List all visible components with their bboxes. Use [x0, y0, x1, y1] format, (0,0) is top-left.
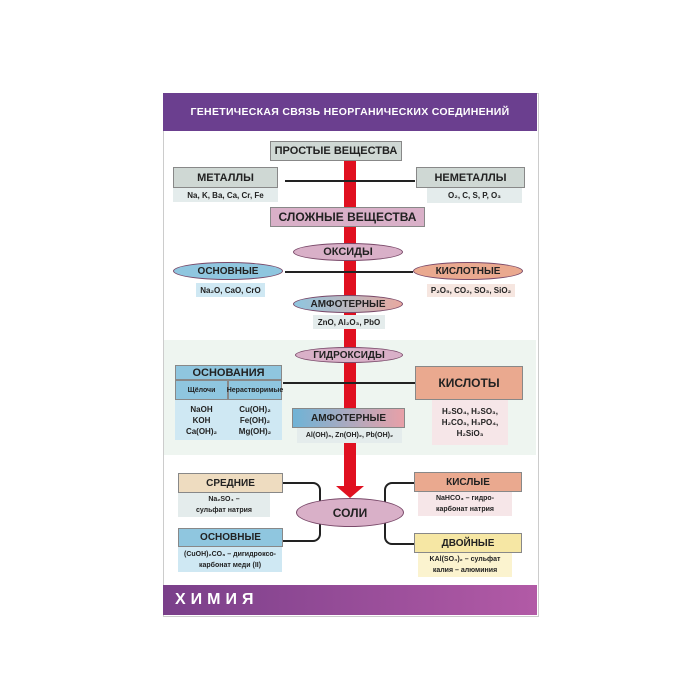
- acidic-oxides-examples: P₂O₅, CO₂, SO₃, SiO₂: [427, 284, 515, 297]
- nonmetals: НЕМЕТАЛЛЫ: [416, 167, 525, 188]
- metals: МЕТАЛЛЫ: [173, 167, 278, 188]
- footer-banner: ХИМИЯ: [163, 585, 537, 615]
- basic-oxides-examples: Na₂O, CaO, CrO: [196, 283, 265, 297]
- amphoteric-hydroxides: АМФОТЕРНЫЕ: [292, 408, 405, 428]
- insoluble-header: Нерастворимые: [227, 380, 283, 400]
- alkali-examples: NaOH KOH Ca(OH)₂: [175, 400, 228, 440]
- main-arrow-head: [336, 486, 364, 498]
- acids-examples: H₂SO₄, H₂SO₃, H₂CO₃, H₃PO₄, H₂SiO₃: [432, 400, 508, 445]
- salts: СОЛИ: [296, 498, 404, 527]
- double-salts-example: KAl(SO₄)₂ – сульфат калия – алюминия: [418, 553, 512, 577]
- alkali-header: Щёлочи: [175, 380, 228, 400]
- basic-oxides: ОСНОВНЫЕ: [173, 262, 283, 280]
- metals-examples: Na, K, Ba, Ca, Cr, Fe: [173, 188, 278, 202]
- link-normal: [283, 482, 321, 514]
- normal-salts-example: Na₂SO₄ – сульфат натрия: [178, 493, 270, 517]
- basic-salts-example: (CuOH)₂CO₃ – дигидроксо- карбонат меди (…: [178, 547, 282, 572]
- acid-salts-example: NaHCO₃ – гидро- карбонат натрия: [418, 492, 512, 516]
- normal-salts: СРЕДНИЕ: [178, 473, 283, 493]
- insoluble-examples: Cu(OH)₂ Fe(OH)₂ Mg(OH)₂: [228, 400, 282, 440]
- simple-substances: ПРОСТЫЕ ВЕЩЕСТВА: [270, 141, 402, 161]
- basic-acidic-link: [285, 271, 413, 273]
- double-salts: ДВОЙНЫЕ: [414, 533, 522, 553]
- basic-salts: ОСНОВНЫЕ: [178, 528, 283, 547]
- footer-subject: ХИМИЯ: [175, 591, 259, 608]
- amphoteric-oxides: АМФОТЕРНЫЕ: [293, 295, 403, 313]
- acids: КИСЛОТЫ: [415, 366, 523, 400]
- amphoteric-oxides-examples: ZnO, Al₂O₃, PbO: [313, 315, 385, 329]
- nonmetals-examples: O₂, C, S, P, O₃: [427, 188, 522, 203]
- bases-acids-link: [283, 382, 415, 384]
- link-acid: [384, 482, 416, 514]
- link-double: [384, 512, 416, 545]
- complex-substances: СЛОЖНЫЕ ВЕЩЕСТВА: [270, 207, 425, 227]
- oxides: ОКСИДЫ: [293, 243, 403, 261]
- poster-title: ГЕНЕТИЧЕСКАЯ СВЯЗЬ НЕОРГАНИЧЕСКИХ СОЕДИН…: [163, 93, 537, 131]
- link-basic: [283, 512, 321, 542]
- acidic-oxides: КИСЛОТНЫЕ: [413, 262, 523, 280]
- amphoteric-hydroxides-examples: Al(OH)₃, Zn(OH)₂, Pb(OH)₂: [297, 428, 402, 443]
- bases: ОСНОВАНИЯ: [175, 365, 282, 380]
- metals-nonmetals-link: [285, 180, 415, 182]
- acid-salts: КИСЛЫЕ: [414, 472, 522, 492]
- hydroxides: ГИДРОКСИДЫ: [295, 347, 403, 363]
